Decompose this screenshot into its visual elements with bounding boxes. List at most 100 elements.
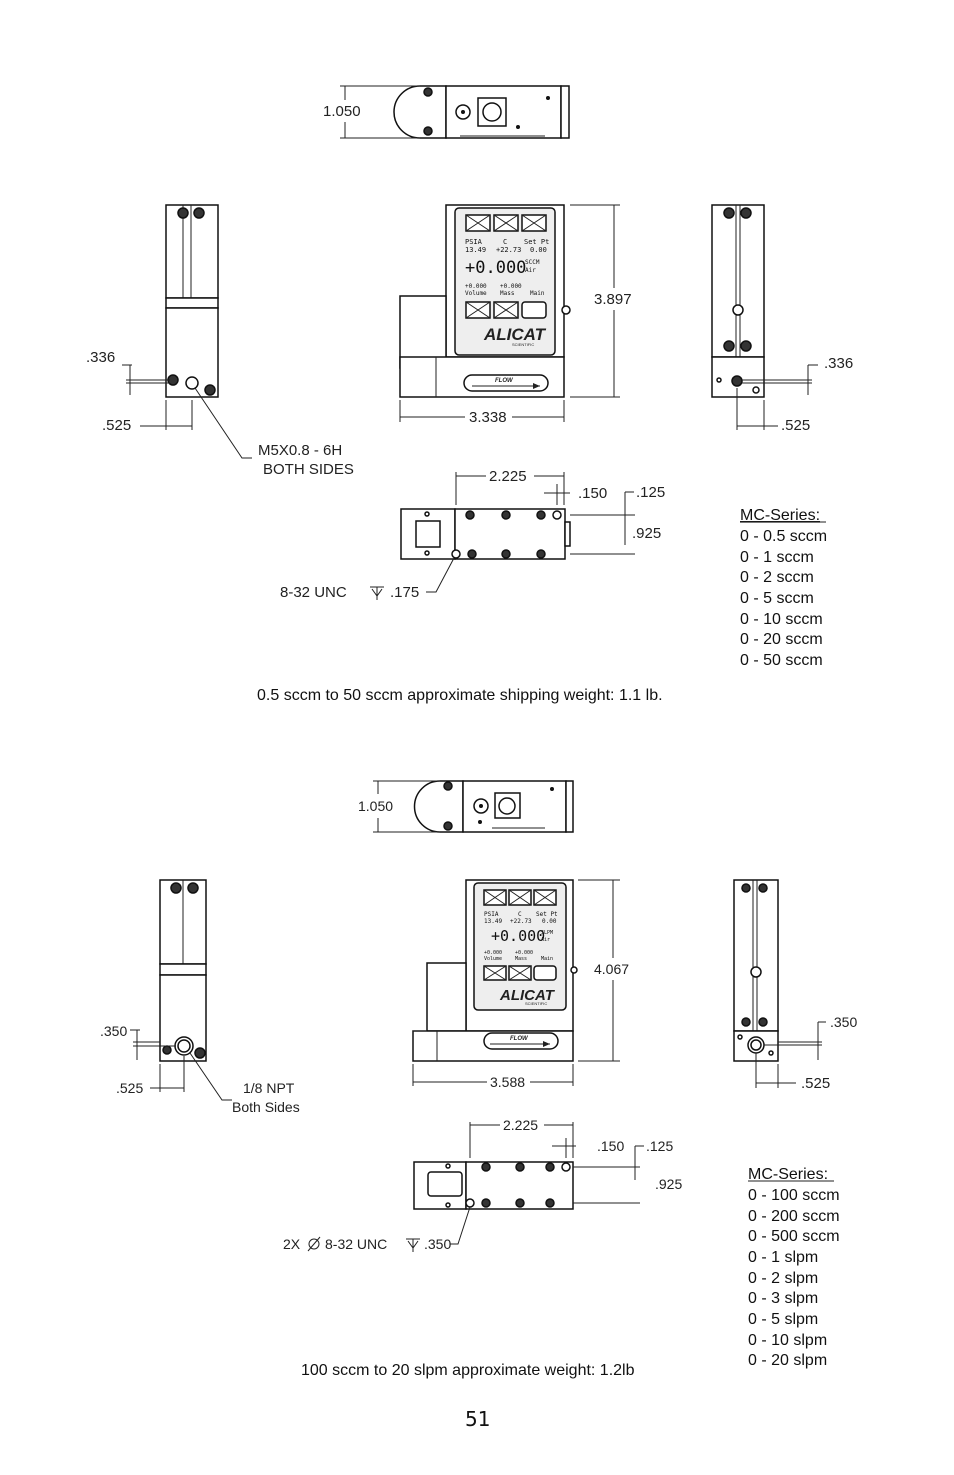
top-dim-right-vert: .336 [824, 355, 853, 372]
range-item: 0 - 2 slpm [748, 1270, 818, 1287]
svg-text:SCIENTIFIC: SCIENTIFIC [512, 342, 534, 347]
top-view-1: 1.050 [323, 85, 570, 139]
bottom-thread-note-a: 2X [283, 1236, 301, 1252]
bottom-dim-height-top: 1.050 [358, 798, 393, 814]
bottom-dim-bottom-span: 2.225 [503, 1117, 538, 1133]
svg-text:+22.73: +22.73 [496, 246, 521, 254]
bottom-dim-right-vert: .350 [830, 1014, 857, 1030]
front-view-1: PSIA C Set Pt 13.49 +22.73 0.00 +0.000 S… [399, 204, 632, 426]
bottom-port-note-1: 1/8 NPT [243, 1080, 295, 1096]
bottom-dim-right-horiz: .525 [801, 1075, 830, 1092]
right-side-view-2: .350 .525 [733, 879, 857, 1092]
svg-text:+0.000: +0.000 [491, 927, 545, 945]
range-list-2: MC-Series: 0 - 100 sccm 0 - 200 sccm 0 -… [748, 1166, 840, 1369]
svg-text:13.49: 13.49 [484, 918, 502, 925]
top-port-note-2: BOTH SIDES [263, 461, 354, 478]
top-dim-bottom-125: .125 [636, 484, 665, 501]
svg-text:+0.000: +0.000 [465, 258, 526, 278]
bottom-view-2: 2.225 .150 .125 .925 2X 8-32 UNC .350 [283, 1117, 682, 1252]
svg-text:Volume: Volume [484, 956, 502, 962]
top-dim-bottom-150: .150 [578, 485, 607, 502]
screw-icon [177, 207, 189, 219]
svg-text:Air: Air [525, 267, 536, 274]
range-item: 0 - 20 slpm [748, 1352, 827, 1369]
range-item: 0 - 500 sccm [748, 1228, 840, 1245]
range-item: 0 - 20 sccm [740, 631, 823, 648]
top-dim-height-front: 3.897 [594, 291, 632, 308]
top-dim-right-horiz: .525 [781, 417, 810, 434]
svg-text:PSIA: PSIA [465, 238, 483, 246]
range-item: 0 - 100 sccm [748, 1187, 840, 1204]
svg-text:Set Pt: Set Pt [524, 238, 549, 246]
svg-text:SCCM: SCCM [525, 259, 540, 266]
top-section: 1.050 .336 .525 M5X0.8 - [86, 85, 853, 704]
front-view-2: PSIA C Set Pt 13.49 +22.73 0.00 +0.000 S… [412, 879, 629, 1090]
bottom-dim-left-vert: .350 [100, 1023, 127, 1039]
top-dim-height-top: 1.050 [323, 103, 361, 120]
svg-text:+0.000: +0.000 [465, 283, 487, 290]
svg-text:C: C [503, 238, 507, 246]
bottom-dim-bottom-925: .925 [655, 1176, 682, 1192]
bottom-dim-height-front: 4.067 [594, 961, 629, 977]
bottom-dim-left-horiz: .525 [116, 1080, 143, 1096]
bottom-thread-note-c: .350 [424, 1236, 451, 1252]
range-item: 0 - 0.5 sccm [740, 528, 827, 545]
bottom-port-note-2: Both Sides [232, 1099, 300, 1115]
range-item: 0 - 10 slpm [748, 1332, 827, 1349]
screw-icon [193, 207, 205, 219]
page-number: 51 [465, 1407, 490, 1431]
svg-text:+0.000: +0.000 [515, 950, 533, 956]
brand-logo: ALICAT [499, 987, 556, 1004]
range-item: 0 - 1 slpm [748, 1249, 818, 1266]
svg-text:SLPM: SLPM [541, 930, 553, 936]
range-item: 0 - 200 sccm [748, 1208, 840, 1225]
range-list-1: MC-Series: 0 - 0.5 sccm 0 - 1 sccm 0 - 2… [740, 507, 827, 669]
brand-logo: ALICAT [483, 325, 547, 344]
flow-label: FLOW [510, 1036, 529, 1042]
bottom-thread-note-b: 8-32 UNC [325, 1236, 387, 1252]
top-dim-left-vert: .336 [86, 349, 115, 366]
bottom-dim-bottom-125: .125 [646, 1138, 673, 1154]
svg-text:13.49: 13.49 [465, 246, 486, 254]
bottom-dim-bottom-150: .150 [597, 1138, 624, 1154]
bottom-series-title: MC-Series: [748, 1166, 828, 1183]
top-dim-bottom-925: .925 [632, 525, 661, 542]
svg-text:Mass: Mass [515, 956, 527, 962]
range-item: 0 - 3 slpm [748, 1290, 818, 1307]
svg-text:0.00: 0.00 [542, 918, 557, 925]
svg-text:C: C [518, 911, 522, 918]
svg-text:Volume: Volume [465, 290, 487, 297]
svg-text:0.00: 0.00 [530, 246, 547, 254]
svg-text:+0.000: +0.000 [500, 283, 522, 290]
flow-label: FLOW [495, 378, 514, 384]
depth-symbol-icon [370, 586, 384, 600]
top-dim-left-horiz: .525 [102, 417, 131, 434]
left-side-view-2: .350 .525 1/8 NPT Both Sides [100, 879, 300, 1115]
bottom-weight-caption: 100 sccm to 20 slpm approximate weight: … [301, 1362, 635, 1379]
range-item: 0 - 10 sccm [740, 611, 823, 628]
svg-text:+0.000: +0.000 [484, 950, 502, 956]
svg-text:Air: Air [541, 937, 550, 943]
range-item: 0 - 5 slpm [748, 1311, 818, 1328]
left-side-view-1: .336 .525 M5X0.8 - 6H BOTH SIDES [86, 204, 354, 478]
bottom-view-1: 2.225 .150 .125 .925 8-32 UNC .175 [280, 468, 665, 601]
range-item: 0 - 50 sccm [740, 652, 823, 669]
svg-text:Main: Main [541, 956, 553, 962]
right-side-view-1: .336 .525 [711, 204, 853, 434]
svg-text:+22.73: +22.73 [510, 918, 532, 925]
bottom-section: 1.050 .350 .525 1/8 NPT Both Sides [100, 780, 857, 1379]
svg-text:SCIENTIFIC: SCIENTIFIC [525, 1001, 547, 1006]
range-item: 0 - 2 sccm [740, 569, 814, 586]
top-series-title: MC-Series: [740, 507, 820, 524]
top-weight-caption: 0.5 sccm to 50 sccm approximate shipping… [257, 687, 663, 704]
bottom-dim-width-front: 3.588 [490, 1074, 525, 1090]
svg-text:Main: Main [530, 290, 545, 297]
depth-symbol-icon [406, 1238, 420, 1252]
top-thread-note-b: .175 [390, 584, 419, 601]
top-thread-note-a: 8-32 UNC [280, 584, 347, 601]
svg-text:Set Pt: Set Pt [536, 911, 558, 918]
top-dim-width-front: 3.338 [469, 409, 507, 426]
range-item: 0 - 5 sccm [740, 590, 814, 607]
range-item: 0 - 1 sccm [740, 549, 814, 566]
